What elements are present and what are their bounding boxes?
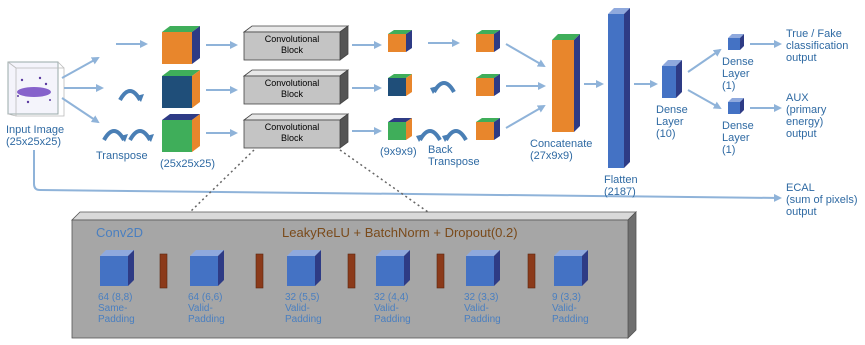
conv-layer-cube	[287, 250, 321, 286]
tensor-cube-middle	[162, 70, 200, 108]
arrow	[505, 43, 546, 68]
classification-output-label: True / Fake classification output	[786, 28, 849, 64]
dense-10-label: Dense Layer (10)	[656, 104, 688, 140]
concatenate-label: Concatenate (27x9x9)	[530, 138, 593, 162]
dense-layer-1-top	[728, 34, 744, 50]
conv-block-2-label: Convolutional Block	[264, 78, 320, 99]
small-cube-middle-2	[476, 74, 500, 96]
small-cube-top	[388, 30, 412, 52]
concatenate-block	[552, 34, 580, 132]
tensor-cube-bottom	[162, 114, 200, 152]
activation-bar	[527, 253, 536, 289]
small-cube-bottom	[388, 118, 412, 140]
flatten-block	[608, 8, 630, 168]
conv-layer-label: 32 (3,3) Valid- Padding	[464, 292, 501, 325]
conv-layer-cube	[190, 250, 224, 286]
conv-block-2	[242, 69, 350, 105]
arrow	[61, 97, 100, 124]
small-cube-top-2	[476, 30, 500, 52]
arrow	[687, 89, 722, 109]
conv-layer-label: 32 (5,5) Valid- Padding	[285, 292, 322, 325]
input-shape-label: (25x25x25)	[160, 158, 216, 170]
arrow	[61, 57, 100, 79]
arrow	[505, 104, 546, 129]
back-transpose-arrowhead	[442, 134, 450, 142]
transpose-arrow	[118, 89, 142, 102]
conv-layer-label: 32 (4,4) Valid- Padding	[374, 292, 411, 325]
conv-layer-label: 9 (3,3) Valid- Padding	[552, 292, 589, 325]
callout-line	[339, 149, 429, 213]
aux-output-label: AUX (primary energy) output	[786, 92, 827, 140]
conv-block-3-label: Convolutional Block	[264, 122, 320, 143]
small-cube-middle	[388, 74, 412, 96]
conv-layer-cube	[100, 250, 134, 286]
back-transpose-arrowhead	[416, 134, 424, 142]
ecal-output-label: ECAL (sum of pixels) output	[786, 182, 858, 218]
conv-output-shape-label: (9x9x9)	[380, 146, 417, 158]
conv-layer-cube	[466, 250, 500, 286]
conv-layer-label: 64 (8,8) Same- Padding	[98, 292, 135, 325]
back-transpose-arrowhead	[430, 86, 438, 94]
activation-bar	[159, 253, 168, 289]
tensor-cube-top	[162, 26, 200, 64]
activation-label: LeakyReLU + BatchNorm + Dropout(0.2)	[282, 225, 518, 240]
activation-bar	[255, 253, 264, 289]
arrow	[687, 48, 722, 73]
conv-layer-cube	[554, 250, 588, 286]
transpose-label: Transpose	[96, 150, 148, 162]
conv-layer-label: 64 (6,6) Valid- Padding	[188, 292, 225, 325]
conv-layer-cube	[376, 250, 410, 286]
input-image-label: Input Image (25x25x25)	[6, 124, 65, 148]
conv-block-3	[242, 113, 350, 149]
flatten-label: Flatten (2187)	[604, 174, 638, 198]
dense-layer-10	[662, 60, 682, 98]
dense-layer-1-bottom	[728, 98, 744, 114]
transpose-arrow	[102, 129, 126, 142]
dense-1-bottom-label: Dense Layer (1)	[722, 120, 754, 156]
back-transpose-label: Back Transpose	[428, 144, 480, 168]
dense-1-top-label: Dense Layer (1)	[722, 56, 754, 92]
small-cube-bottom-2	[476, 118, 500, 140]
transpose-arrowhead	[120, 134, 128, 142]
transpose-arrowhead	[136, 94, 144, 102]
transpose-arrow	[128, 129, 152, 142]
activation-bar	[347, 253, 356, 289]
input-image-icon	[7, 61, 65, 117]
activation-bar	[436, 253, 445, 289]
ecal-arrow	[33, 150, 782, 202]
conv-block-1-label: Convolutional Block	[264, 34, 320, 55]
transpose-arrowhead	[146, 134, 154, 142]
conv-block-1	[242, 25, 350, 61]
conv2d-label: Conv2D	[96, 225, 143, 240]
